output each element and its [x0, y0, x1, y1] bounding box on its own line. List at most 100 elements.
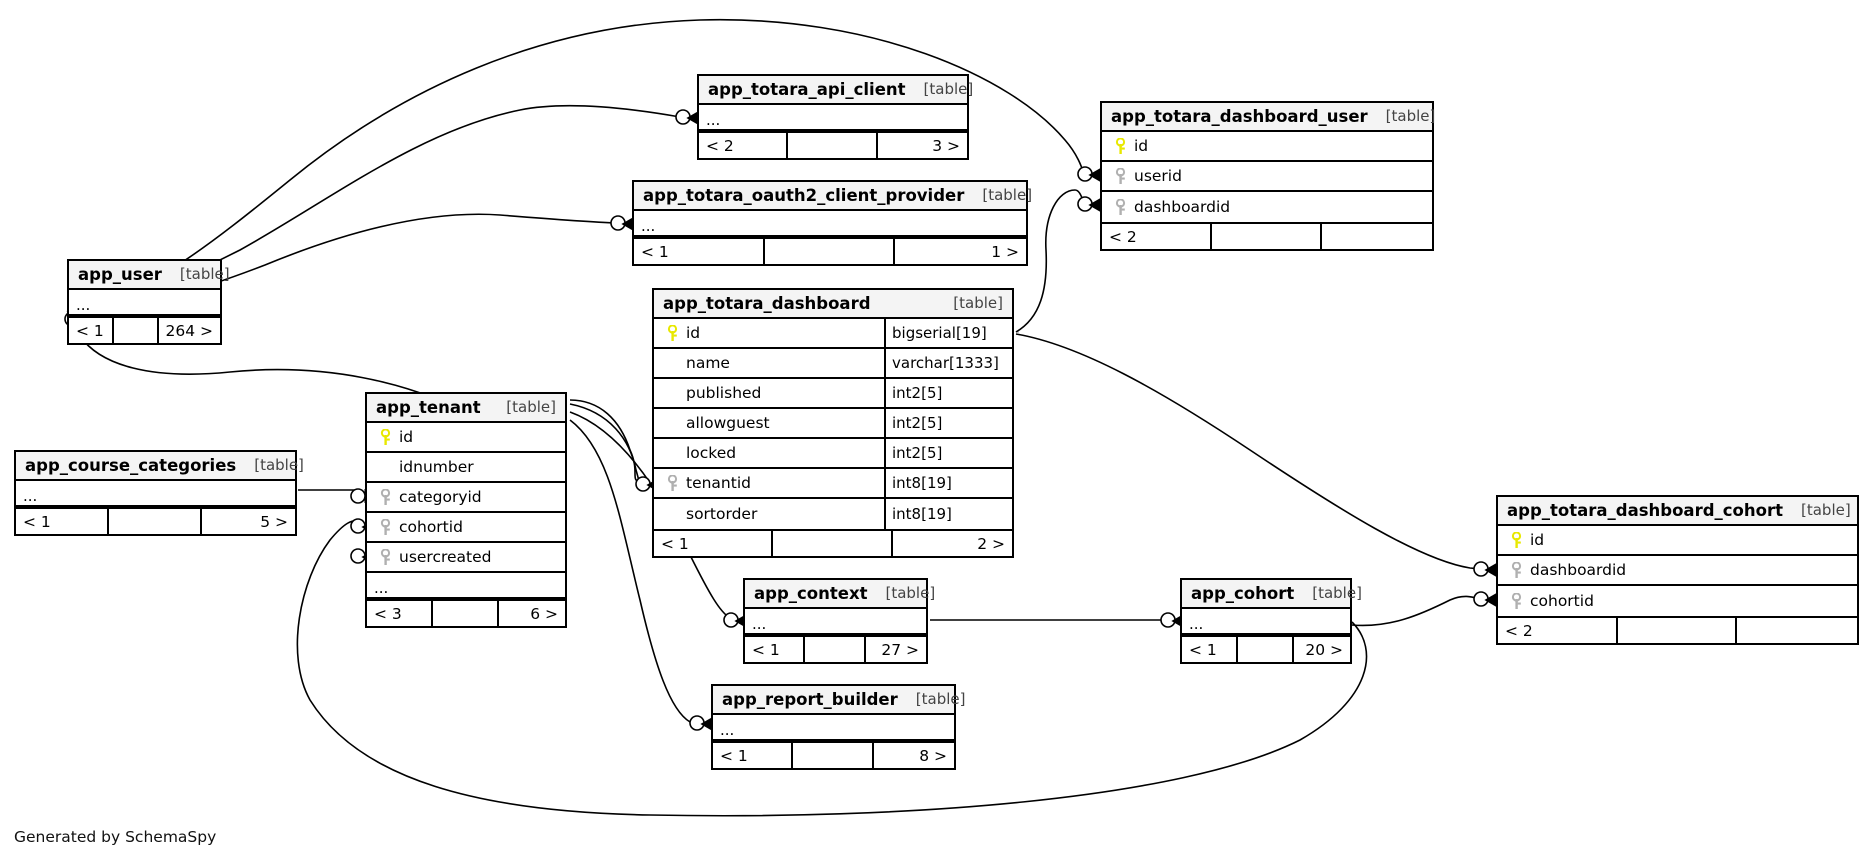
key-icon-slot — [375, 548, 395, 566]
column-cell: dashboardid — [1498, 556, 1857, 584]
table-app_totara_dashboard_user[interactable]: app_totara_dashboard_user[table]id userid… — [1100, 101, 1435, 251]
table-type-tag: [table] — [1385, 107, 1436, 125]
key-icon-slot — [1506, 561, 1526, 579]
table-row[interactable]: dashboardid — [1102, 192, 1432, 222]
table-app_totara_oauth2_client_provider[interactable]: app_totara_oauth2_client_provider[table]… — [632, 180, 1032, 266]
table-header-app_totara_dashboard_cohort[interactable]: app_totara_dashboard_cohort[table] — [1498, 497, 1857, 526]
table-header-app_tenant[interactable]: app_tenant[table] — [367, 394, 565, 423]
table-row[interactable]: idnumber — [367, 453, 565, 483]
edge-dashboard-dashboard_cohort — [1015, 333, 1485, 570]
table-header-app_cohort[interactable]: app_cohort[table] — [1182, 580, 1362, 609]
column-name: id — [1530, 531, 1545, 549]
collapsed-columns-indicator[interactable]: ... — [634, 211, 1026, 237]
key-icon-slot — [1110, 167, 1130, 185]
ellipsis-label: ... — [641, 217, 656, 235]
collapsed-columns-indicator[interactable]: ... — [367, 573, 565, 599]
key-icon-slot — [1110, 198, 1130, 216]
footer-outgoing-count: 5 > — [260, 512, 288, 531]
column-name: id — [1134, 137, 1149, 155]
table-row[interactable]: categoryid — [367, 483, 565, 513]
footer-outgoing-count: 2 > — [977, 534, 1005, 553]
table-title: app_cohort — [1191, 583, 1295, 603]
table-row[interactable]: id — [1498, 526, 1857, 556]
table-header-app_totara_oauth2_client_provider[interactable]: app_totara_oauth2_client_provider[table] — [634, 182, 1032, 211]
table-app_totara_dashboard_cohort[interactable]: app_totara_dashboard_cohort[table]id dash… — [1496, 495, 1859, 645]
table-title: app_user — [78, 264, 162, 284]
column-name: dashboardid — [1134, 198, 1231, 216]
table-header-app_totara_api_client[interactable]: app_totara_api_client[table] — [699, 76, 973, 105]
foreign-key-icon — [1115, 198, 1125, 215]
column-cell: name — [654, 349, 884, 377]
table-columns: ... — [713, 715, 954, 741]
column-cell: allowguest — [654, 409, 884, 437]
ellipsis-label: ... — [1189, 615, 1204, 633]
key-icon-slot — [662, 324, 682, 342]
table-header-app_context[interactable]: app_context[table] — [745, 580, 935, 609]
table-row[interactable]: dashboardid — [1498, 556, 1857, 586]
table-columns: ... — [69, 290, 220, 316]
table-row[interactable]: id — [367, 423, 565, 453]
table-header-app_totara_dashboard_user[interactable]: app_totara_dashboard_user[table] — [1102, 103, 1435, 132]
footer-middle — [114, 318, 159, 343]
key-icon-slot — [662, 355, 682, 371]
primary-key-icon — [1511, 531, 1521, 548]
key-icon-slot — [375, 459, 395, 475]
collapsed-columns-indicator[interactable]: ... — [1182, 609, 1350, 635]
column-type: int8[19] — [884, 469, 1012, 497]
column-name: userid — [1134, 167, 1182, 185]
column-cell: dashboardid — [1102, 192, 1432, 222]
table-columns: ... — [634, 211, 1026, 237]
footer-incoming-count: < 1 — [634, 239, 765, 264]
table-header-app_report_builder[interactable]: app_report_builder[table] — [713, 686, 965, 715]
key-icon-slot — [662, 415, 682, 431]
collapsed-columns-indicator[interactable]: ... — [16, 481, 295, 507]
table-header-app_user[interactable]: app_user[table] — [69, 261, 230, 290]
column-name: cohortid — [399, 518, 463, 536]
table-row[interactable]: id — [1102, 132, 1432, 162]
footer-middle — [109, 509, 202, 534]
column-cell: cohortid — [367, 513, 565, 541]
footer-incoming-count: < 3 — [367, 601, 433, 626]
key-icon-slot — [1506, 592, 1526, 610]
table-header-app_course_categories[interactable]: app_course_categories[table] — [16, 452, 304, 481]
column-type: varchar[1333] — [884, 349, 1012, 377]
table-row[interactable]: userid — [1102, 162, 1432, 192]
footer-middle — [788, 133, 878, 158]
collapsed-columns-indicator[interactable]: ... — [69, 290, 220, 316]
ellipsis-label: ... — [76, 296, 91, 314]
collapsed-columns-indicator[interactable]: ... — [713, 715, 954, 741]
collapsed-columns-indicator[interactable]: ... — [699, 105, 967, 131]
primary-key-icon — [667, 324, 677, 341]
collapsed-columns-indicator[interactable]: ... — [745, 609, 926, 635]
table-row[interactable]: cohortid — [1498, 586, 1857, 616]
table-columns: ... — [745, 609, 926, 635]
table-title: app_totara_api_client — [708, 79, 906, 99]
table-type-tag: [table] — [982, 186, 1033, 204]
column-name: allowguest — [686, 414, 770, 432]
footer-middle — [1238, 637, 1294, 662]
footer-outgoing-count: 27 > — [881, 640, 919, 659]
table-header-app_totara_dashboard[interactable]: app_totara_dashboard[table] — [654, 290, 1012, 319]
table-row[interactable]: usercreated — [367, 543, 565, 573]
table-row[interactable]: cohortid — [367, 513, 565, 543]
column-type: bigserial[19] — [884, 319, 1012, 347]
footer-outgoing-count: 20 > — [1305, 640, 1343, 659]
